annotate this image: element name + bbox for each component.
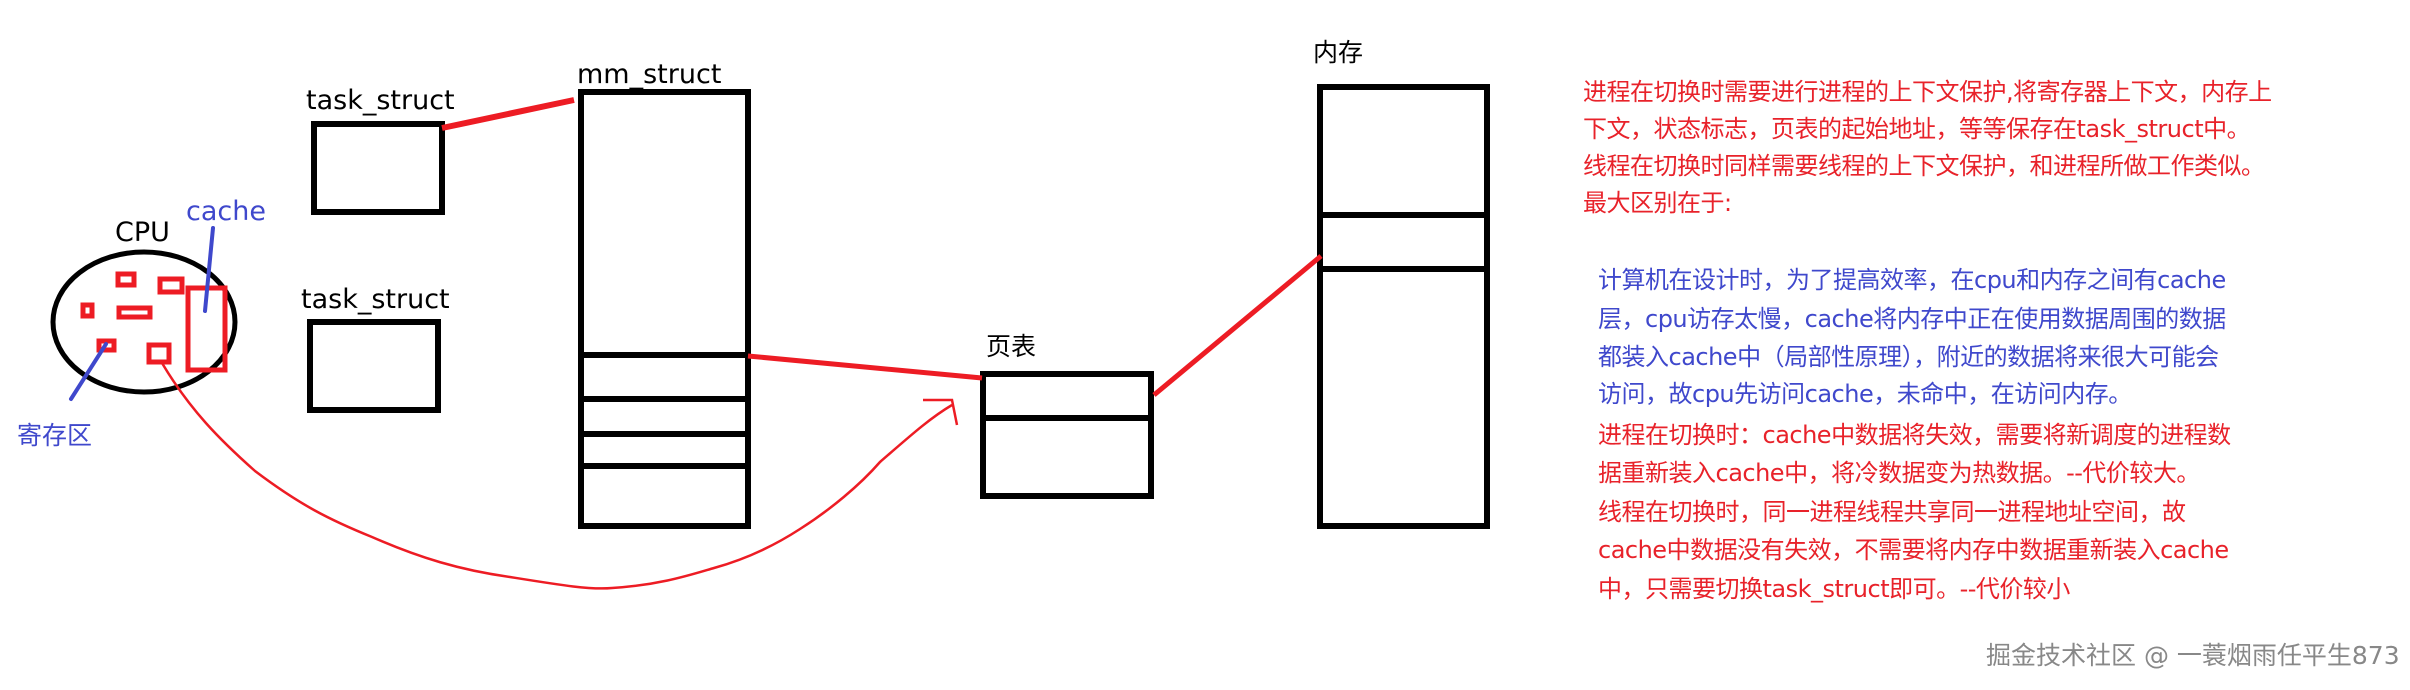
register-rect (157, 276, 185, 295)
register-rect (146, 342, 172, 365)
task-to-mm-link (441, 97, 575, 131)
task-struct-label-2: task_struct (301, 284, 450, 315)
task-struct-box-1 (311, 121, 445, 215)
register-rect (116, 305, 153, 320)
memory-box (1317, 84, 1490, 529)
note-line: 下文，状态标志，页表的起始地址，等等保存在task_struct中。 (1583, 115, 2251, 143)
register-rect (80, 302, 95, 319)
note-line: 线程在切换时同样需要线程的上下文保护，和进程所做工作类似。 (1583, 152, 2265, 180)
memory-label: 内存 (1313, 38, 1364, 67)
note-line: 层，cpu访存太慢，cache将内存中正在使用数据周围的数据 (1598, 305, 2226, 333)
task-struct-label-1: task_struct (306, 85, 455, 116)
page-table-label: 页表 (986, 332, 1037, 361)
page-table-to-memory-link (1152, 254, 1323, 397)
cache-label: cache (186, 196, 266, 227)
note-line: 线程在切换时，同一进程线程共享同一进程地址空间，故 (1598, 498, 2186, 526)
note-line: 进程在切换时需要进行进程的上下文保护,将寄存器上下文，内存上 (1583, 78, 2272, 106)
register-label: 寄存区 (17, 421, 93, 450)
mm-struct-box (578, 89, 751, 529)
register-pointer-line (69, 342, 108, 401)
cpu-to-page-table-arrow (160, 362, 953, 590)
mm-struct-label: mm_struct (577, 59, 722, 90)
note-line: 中，只需要切换task_struct即可。--代价较小 (1598, 575, 2070, 603)
mm-to-page-table-link (747, 353, 983, 381)
cpu-ellipse (50, 249, 238, 395)
page-table-box (980, 371, 1154, 499)
note-line: 最大区别在于: (1583, 189, 1732, 217)
note-line: 都装入cache中（局部性原理），附近的数据将来很大可能会 (1598, 343, 2219, 371)
cache-pointer-line (203, 226, 215, 313)
task-struct-box-2 (307, 319, 441, 413)
cpu-label: CPU (115, 217, 170, 248)
note-line: 访问，故cpu先访问cache，未命中，在访问内存。 (1598, 380, 2132, 408)
note-line: 进程在切换时：cache中数据将失效，需要将新调度的进程数 (1598, 421, 2231, 449)
register-rect (96, 338, 117, 353)
note-line: cache中数据没有失效，不需要将内存中数据重新装入cache (1598, 536, 2229, 564)
arrow-head (923, 398, 959, 426)
note-line: 计算机在设计时，为了提高效率，在cpu和内存之间有cache (1598, 266, 2226, 294)
note-line: 据重新装入cache中，将冷数据变为热数据。--代价较大。 (1598, 459, 2200, 487)
watermark: 掘金技术社区 @ 一蓑烟雨任平生873 (1986, 641, 2400, 670)
register-rect (115, 271, 137, 288)
